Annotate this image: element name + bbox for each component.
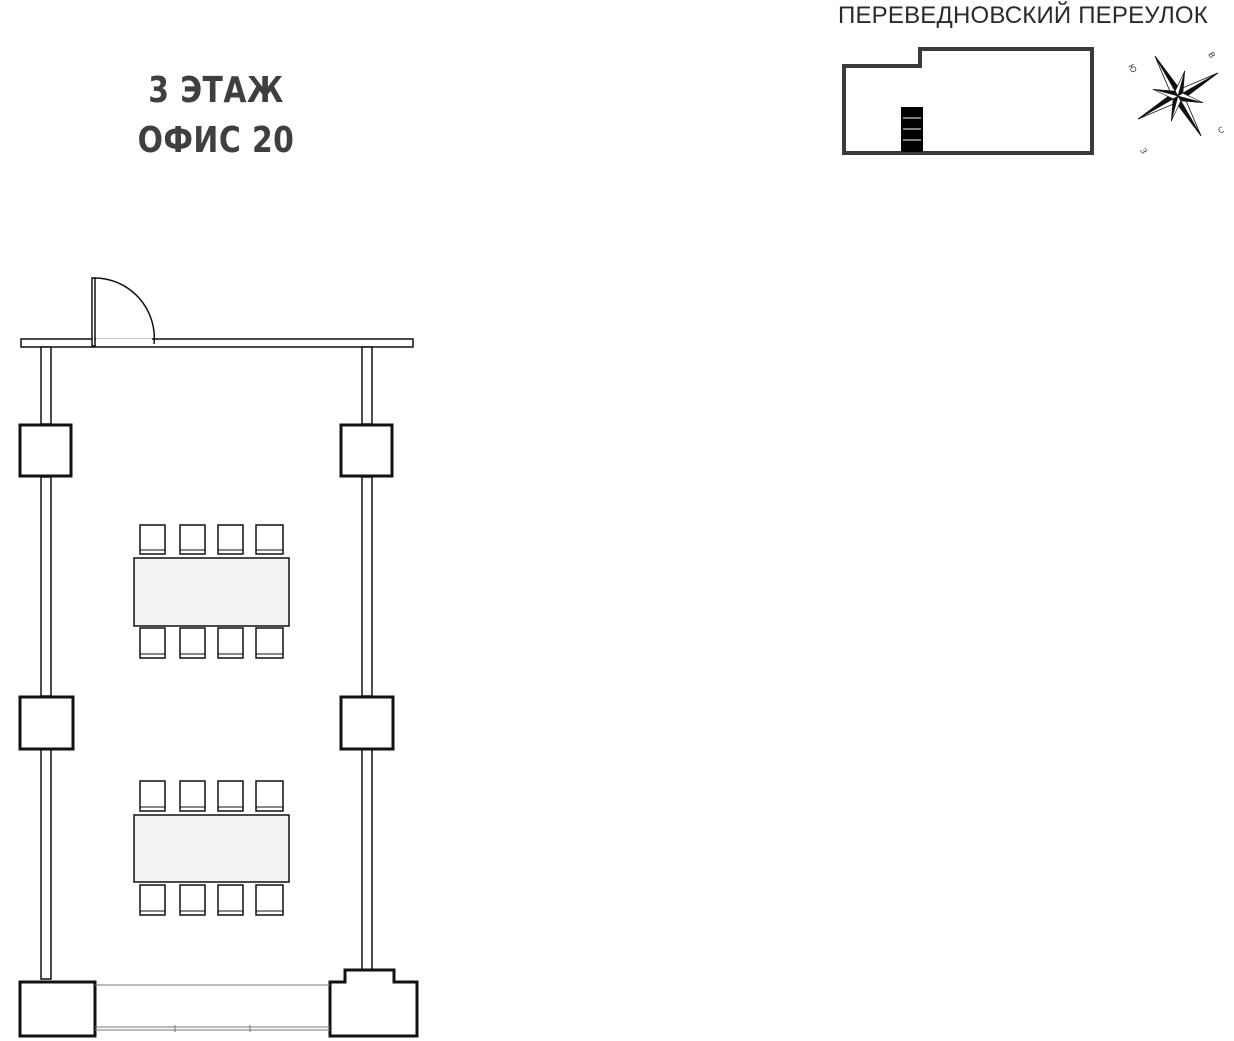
- compass-star-icon: [1137, 55, 1219, 137]
- column: [328, 968, 419, 1038]
- compass-south-label: Ю: [1126, 63, 1138, 75]
- meeting-table: [133, 814, 290, 883]
- column: [18, 980, 97, 1038]
- structural-columns: [18, 423, 419, 1038]
- chair: [139, 627, 166, 659]
- chair: [139, 884, 166, 916]
- compass-east-label: В: [1206, 51, 1217, 60]
- chair: [217, 780, 244, 812]
- chair: [255, 780, 284, 812]
- office-location-marker: [901, 107, 923, 152]
- bottom-window: [95, 984, 330, 1032]
- chair: [139, 780, 166, 812]
- entry-door[interactable]: [91, 277, 156, 347]
- column: [18, 423, 73, 478]
- chair: [255, 524, 284, 555]
- top-wall: [20, 338, 414, 348]
- meeting-table-group: [133, 780, 290, 916]
- floor-title: 3 ЭТАЖ ОФИС 20: [124, 66, 308, 166]
- chair: [217, 884, 244, 916]
- compass-west-label: З: [1138, 147, 1148, 156]
- chair: [179, 627, 206, 659]
- street-name: ПЕРЕВЕДНОВСКИЙ ПЕРЕУЛОК: [838, 2, 1208, 29]
- compass-north-label: С: [1217, 125, 1227, 136]
- chair: [255, 884, 284, 916]
- chair: [139, 524, 166, 555]
- building-key-plan: [842, 47, 1094, 155]
- meeting-table: [133, 557, 290, 627]
- floor-number: 3 ЭТАЖ: [148, 70, 284, 111]
- chair: [217, 524, 244, 555]
- chair: [179, 524, 206, 555]
- meeting-table-group: [133, 524, 290, 659]
- column: [18, 695, 75, 751]
- office-plan: [18, 277, 419, 1038]
- building-outline: [842, 47, 1094, 155]
- chair: [217, 627, 244, 659]
- column: [339, 423, 394, 478]
- office-number: ОФИС 20: [137, 120, 295, 161]
- compass-rose: В С З Ю: [1126, 51, 1227, 156]
- chair: [179, 884, 206, 916]
- chair: [255, 627, 284, 659]
- column: [339, 695, 395, 751]
- chair: [179, 780, 206, 812]
